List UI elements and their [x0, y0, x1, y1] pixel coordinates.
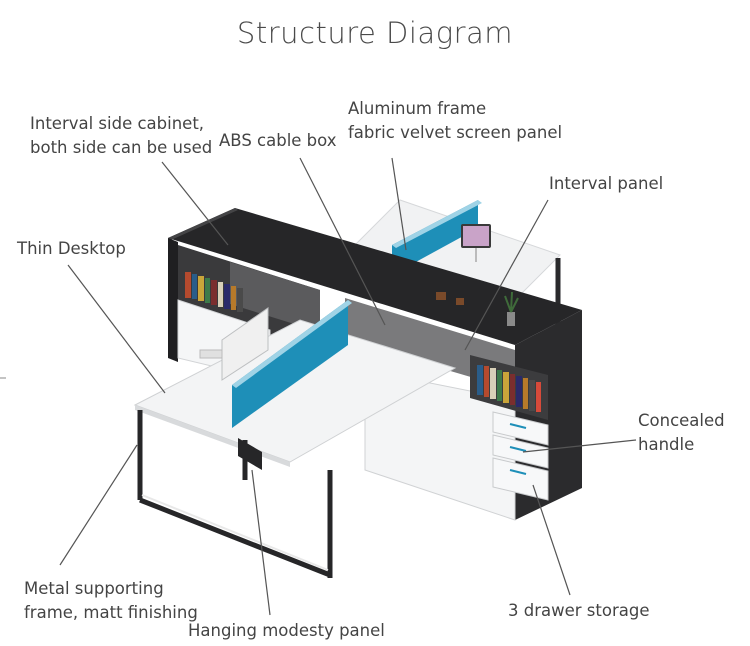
label-thin-desktop: Thin Desktop — [17, 239, 126, 258]
black-top-spine — [168, 208, 582, 345]
front-monitor — [221, 307, 269, 381]
label-interval-panel: Interval panel — [549, 174, 664, 193]
plant — [504, 291, 519, 326]
right-cabinet-front — [364, 369, 516, 521]
label-abs-cable-box: ABS cable box — [219, 131, 337, 150]
label-concealed-handle: Concealed handle — [638, 411, 725, 454]
label-interval-side-cabinet: Interval side cabinet, both side can be … — [30, 114, 213, 157]
leader-lines — [59, 157, 637, 616]
label-drawer-storage: 3 drawer storage — [508, 601, 650, 620]
back-blue-screen — [392, 200, 478, 275]
drawer-pedestal — [492, 411, 549, 501]
right-books — [477, 365, 541, 412]
front-blue-screen — [232, 300, 348, 428]
label-modesty-panel: Hanging modesty panel — [188, 621, 385, 640]
left-books — [185, 272, 243, 312]
label-metal-frame: Metal supporting frame, matt finishing — [24, 579, 198, 622]
label-aluminum-frame: Aluminum frame fabric velvet screen pane… — [348, 99, 563, 142]
desk-object — [436, 292, 446, 300]
diagram-title: Structure Diagram — [236, 16, 514, 50]
modesty-panel — [238, 438, 262, 470]
left-cabinet-side — [168, 238, 178, 362]
